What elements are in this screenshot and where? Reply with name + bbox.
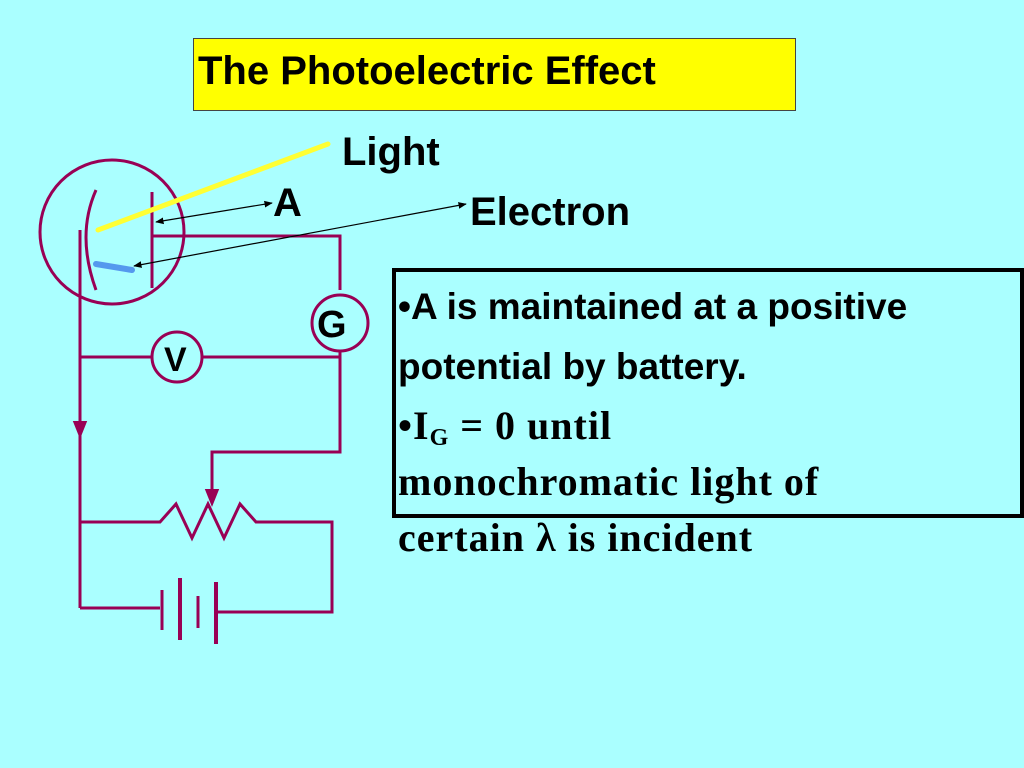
anode-label: A (273, 181, 302, 225)
bullet: • (398, 403, 414, 448)
rheostat-resistor (80, 500, 334, 614)
title-box: The Photoelectric Effect (193, 38, 796, 111)
bullet: • (398, 286, 411, 327)
note-line-4: monochromatic light of (398, 459, 820, 504)
light-label: Light (342, 130, 440, 174)
cathode-plate (84, 189, 98, 291)
galvanometer-to-rheostat-wire (210, 351, 342, 492)
phototube-envelope (38, 158, 186, 306)
electron-arrow (93, 261, 135, 273)
note-line-2: potential by battery. (398, 346, 747, 387)
note-line-5: certain λ is incident (398, 515, 754, 560)
anode-wire (152, 234, 342, 290)
note-line-3: •IG = 0 until (398, 403, 613, 451)
galvanometer-label: G (317, 304, 347, 346)
note-line-1: •A is maintained at a positive (398, 286, 908, 327)
electron-label: Electron (470, 190, 631, 234)
electron-pointer (133, 202, 467, 268)
page-title: The Photoelectric Effect (198, 49, 656, 93)
notes-box (392, 268, 1024, 518)
anode-pointer (155, 200, 273, 225)
voltmeter-label: V (164, 341, 187, 379)
